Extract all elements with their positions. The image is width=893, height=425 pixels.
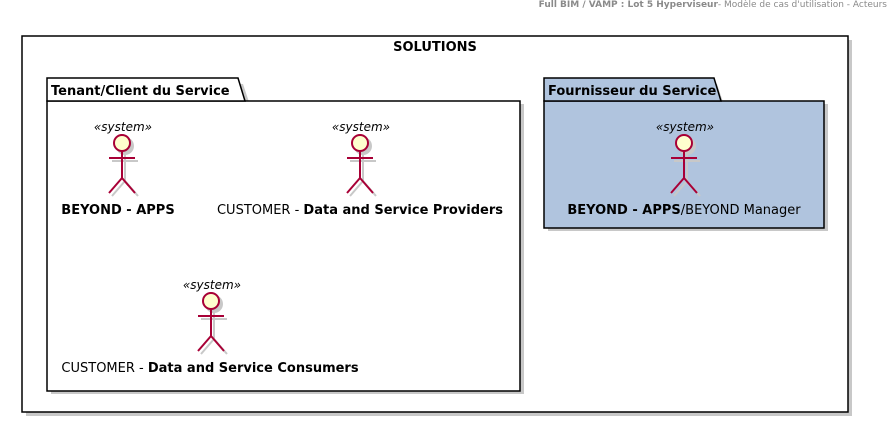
actor-label: BEYOND - APPS/BEYOND Manager (567, 203, 801, 218)
header-bold: Full BIM / VAMP : Lot 5 Hyperviseur (538, 0, 718, 10)
provider-package-title: Fournisseur du Service (548, 84, 716, 99)
actor-customer-consumers[interactable]: «system» CUSTOMER - Data and Service Con… (61, 278, 358, 376)
actor-beyond-manager[interactable]: «system» BEYOND - APPS/BEYOND Manager (567, 120, 801, 218)
actor-stereotype: «system» (656, 120, 714, 134)
actor-stereotype: «system» (94, 120, 152, 134)
actor-stereotype: «system» (332, 120, 390, 134)
header-rest: - Modèle de cas d'utilisation - Acteurs (717, 0, 887, 10)
actor-label: BEYOND - APPS (61, 203, 174, 218)
page-header: Full BIM / VAMP : Lot 5 Hyperviseur- Mod… (539, 0, 887, 10)
actor-beyond-apps[interactable]: «system» BEYOND - APPS (61, 120, 174, 218)
actor-stereotype: «system» (183, 278, 241, 292)
actor-label: CUSTOMER - Data and Service Providers (217, 203, 503, 218)
actor-label: CUSTOMER - Data and Service Consumers (61, 361, 358, 376)
tenant-package-title: Tenant/Client du Service (51, 84, 230, 99)
solutions-title: SOLUTIONS (393, 40, 477, 55)
actor-customer-providers[interactable]: «system» CUSTOMER - Data and Service Pro… (217, 120, 503, 218)
